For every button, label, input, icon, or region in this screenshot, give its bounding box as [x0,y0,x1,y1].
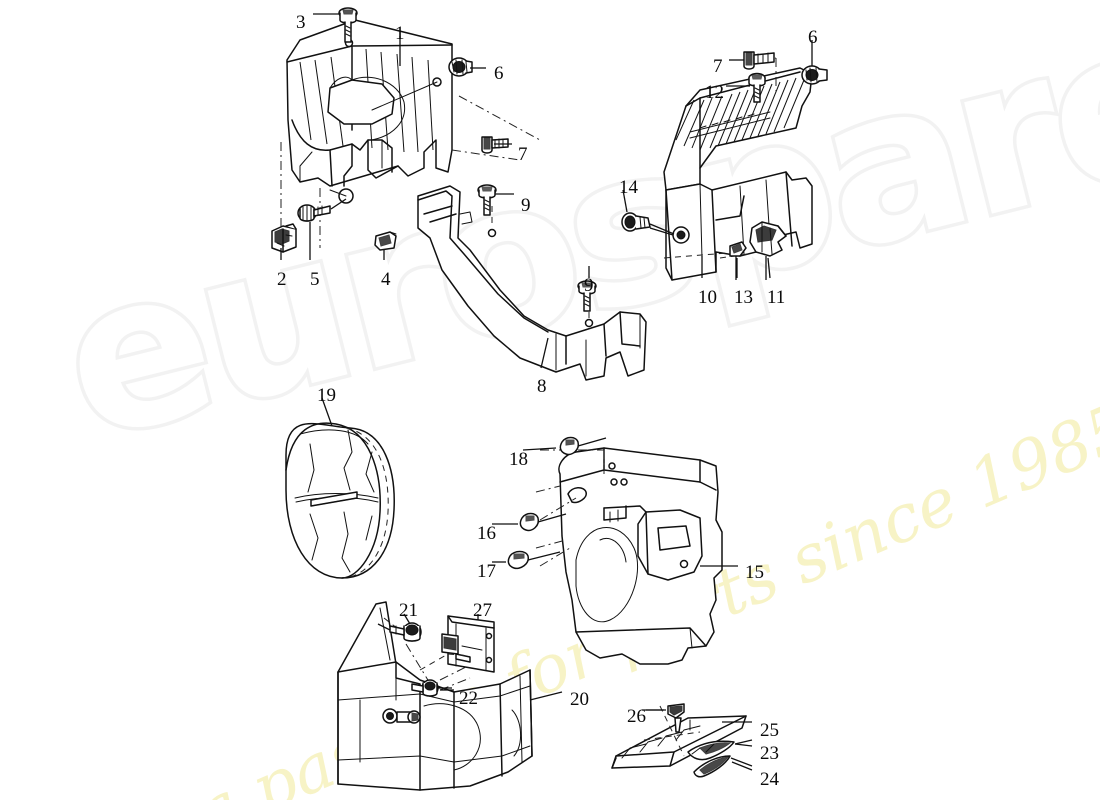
callout-number-5: 5 [310,269,320,290]
callout-number-12: 12 [705,82,724,103]
part-10-side-trim-panel [649,57,813,281]
part-24-clip [693,755,753,778]
callout-number-22: 22 [459,688,478,709]
part-9-fastener-a [477,184,497,216]
part-27-striker-plate [419,615,495,673]
callout-number-25: 25 [760,720,779,741]
callout-number-26: 26 [627,706,646,727]
part-11-bracket [749,221,787,280]
callout-number-10: 10 [698,287,717,308]
part-6-fastener-a [448,57,473,77]
part-25-tool-tray [611,705,747,769]
callout-number-8: 8 [537,376,547,397]
callout-leader-lines [280,13,813,771]
callout-number-7: 7 [518,144,528,165]
part-12-fastener [748,72,766,103]
callout-number-2: 2 [277,269,287,290]
part-21-fastener [377,622,422,642]
part-9-fastener-b [577,280,597,312]
callout-number-27: 27 [473,600,492,621]
callout-number-18: 18 [509,449,528,470]
part-18-fastener [559,436,607,456]
callout-number-9: 9 [521,195,531,216]
callout-number-11: 11 [767,287,786,308]
callout-number-20: 20 [570,689,589,710]
part-26-fastener [646,703,685,733]
part-7-fastener-a [481,136,509,154]
part-17-fastener [507,550,561,570]
part-23-bracket [687,739,753,761]
part-13-clip [729,241,747,280]
callout-number-13: 13 [734,287,753,308]
part-7-fastener-b [743,51,775,70]
part-15-side-lining [535,447,723,665]
part-3-fastener [338,7,358,43]
part-8-crossmember-trim [417,185,647,381]
callout-number-24: 24 [760,769,779,790]
callout-number-7: 7 [713,56,723,77]
callout-number-3: 3 [296,12,306,33]
callout-number-21: 21 [399,600,418,621]
part-4-clip [374,231,397,251]
part-14-fastener [621,212,675,235]
callout-number-1: 1 [395,23,405,44]
callout-number-6: 6 [808,27,818,48]
part-19-spare-wheel-cover [285,422,395,579]
part-22-fastener [411,679,452,697]
callout-number-23: 23 [760,743,779,764]
part-6-fastener-b [801,65,828,85]
part-2-clip [271,223,297,253]
callout-number-19: 19 [317,385,336,406]
callout-number-6: 6 [494,63,504,84]
part-16-fastener [519,512,567,532]
part-20-front-lining [337,601,533,791]
part-1-wheel-well-trim [280,19,541,250]
part-5-fastener [297,198,347,222]
callout-number-9: 9 [584,275,594,296]
callout-number-15: 15 [745,562,764,583]
callout-number-17: 17 [477,561,496,582]
callout-number-16: 16 [477,523,496,544]
callout-number-14: 14 [619,177,638,198]
callout-number-4: 4 [381,269,391,290]
